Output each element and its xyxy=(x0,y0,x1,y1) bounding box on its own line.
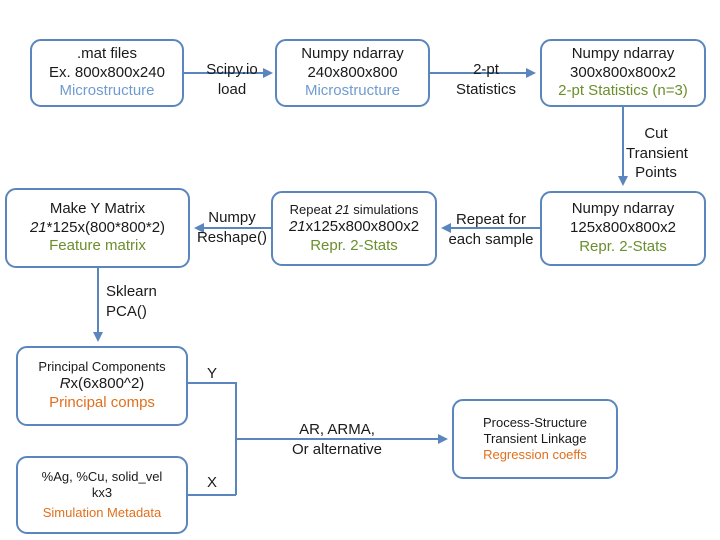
node-text: 21x125x800x800x2 xyxy=(289,218,419,237)
edge-label-repeat-for-each: Repeat for each sample xyxy=(443,210,539,249)
connector-pca-y xyxy=(188,382,237,495)
node-text: Numpy ndarray xyxy=(571,200,675,218)
node-caption: 2-pt Statistics (n=3) xyxy=(558,82,688,100)
edge-label-line: Cut xyxy=(644,125,668,142)
edge-label-line: PCA() xyxy=(106,302,147,320)
node-repeat-simulations: Repeat 21 simulations 21x125x800x800x2 R… xyxy=(271,191,437,266)
node-text: 300x800x800x2 xyxy=(570,63,676,81)
edge-label-2pt-statistics: 2-pt Statistics xyxy=(446,60,526,99)
node-text: Make Y Matrix xyxy=(49,199,146,217)
node-text: Numpy ndarray xyxy=(571,44,675,62)
node-numpy-repr-stats: Numpy ndarray 125x800x800x2 Repr. 2-Stat… xyxy=(540,191,706,266)
edge-label-line: Scipy.io xyxy=(206,61,258,78)
node-caption: Principal comps xyxy=(49,394,155,412)
edge-label-line: Or alternative xyxy=(291,440,383,458)
text-part: 21 xyxy=(335,201,350,217)
node-caption: Feature matrix xyxy=(49,237,146,255)
node-text: 125x800x800x2 xyxy=(570,219,676,237)
text-part: simulations xyxy=(349,201,419,217)
edge-label-line: Numpy xyxy=(208,209,256,226)
node-mat-files: .mat files Ex. 800x800x240 Microstructur… xyxy=(30,39,184,107)
text-part: *125x(800*800*2) xyxy=(46,218,166,236)
node-transient-linkage: Process-Structure Transient Linkage Regr… xyxy=(452,399,618,479)
edge-label-x: X xyxy=(207,474,218,491)
node-caption: Regression coeffs xyxy=(483,447,587,463)
node-caption: Microstructure xyxy=(304,82,401,100)
edge-label-line: AR, ARMA, xyxy=(299,421,375,438)
node-text: Process-Structure xyxy=(482,414,588,430)
node-text: kx3 xyxy=(91,484,113,500)
text-part: 21 xyxy=(288,217,306,235)
node-caption: Microstructure xyxy=(59,82,155,100)
text-part: Repeat xyxy=(289,201,336,217)
text-part: 21 xyxy=(29,218,47,236)
node-text: 21*125x(800*800*2) xyxy=(30,219,165,238)
node-numpy-microstructure: Numpy ndarray 240x800x800 Microstructure xyxy=(275,39,430,107)
edge-label-line: Repeat for xyxy=(455,211,527,228)
edge-label-numpy-reshape: Numpy Reshape() xyxy=(192,208,272,247)
edge-label-sklearn-pca: Sklearn PCA() xyxy=(106,282,157,321)
text-part: x(6x800^2) xyxy=(70,375,145,393)
node-caption: Simulation Metadata xyxy=(42,505,162,521)
edge-label-line: load xyxy=(217,80,247,98)
node-y-matrix: Make Y Matrix 21*125x(800*800*2) Feature… xyxy=(5,188,190,268)
edge-label-line: Transient xyxy=(626,144,688,162)
node-text: 240x800x800 xyxy=(307,63,398,81)
node-text: Ex. 800x800x240 xyxy=(49,63,165,81)
node-text: .mat files xyxy=(76,44,137,62)
edge-label-line: 2-pt xyxy=(473,61,499,78)
node-numpy-2pt-stats: Numpy ndarray 300x800x800x2 2-pt Statist… xyxy=(540,39,706,107)
edge-label-line: each sample xyxy=(448,230,534,248)
edge-label-cut-transient: Cut Transient Points xyxy=(626,124,688,183)
node-text: Principal Components xyxy=(38,359,166,375)
edge-label-scipy-load: Scipy.io load xyxy=(196,60,268,99)
node-text: Repeat 21 simulations xyxy=(290,202,419,218)
node-caption: Repr. 2-Stats xyxy=(310,236,398,254)
node-text: Transient Linkage xyxy=(483,430,587,446)
node-text: Numpy ndarray xyxy=(301,44,404,62)
node-simulation-metadata: %Ag, %Cu, solid_vel kx3 Simulation Metad… xyxy=(16,456,188,534)
edge-label-regression: AR, ARMA, Or alternative xyxy=(272,420,402,459)
node-text: Rx(6x800^2) xyxy=(60,375,145,394)
edge-label-line: Sklearn xyxy=(106,283,157,300)
edge-label-line: Statistics xyxy=(455,80,516,98)
edge-label-line: Reshape() xyxy=(196,228,268,246)
text-part: x125x800x800x2 xyxy=(305,217,420,235)
text-part: R xyxy=(59,375,71,393)
edge-label-y: Y xyxy=(207,365,218,382)
edge-label-line: Points xyxy=(635,164,677,181)
node-text: %Ag, %Cu, solid_vel xyxy=(41,468,163,484)
node-caption: Repr. 2-Stats xyxy=(579,237,667,255)
node-principal-components: Principal Components Rx(6x800^2) Princip… xyxy=(16,346,188,426)
